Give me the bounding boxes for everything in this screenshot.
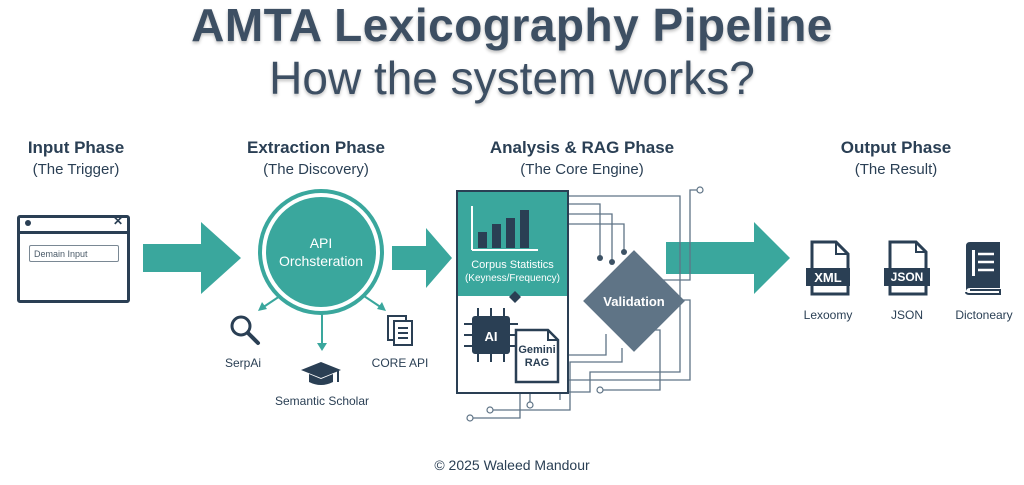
domain-input-field: Demain Input <box>29 245 119 262</box>
api-label: API <box>309 235 333 251</box>
xml-badge: XML <box>814 270 842 285</box>
phase-name: Output Phase <box>840 138 952 157</box>
phase-extraction-header: Extraction Phase (The Discovery) <box>226 138 406 179</box>
ai-label: AI <box>484 329 498 344</box>
search-icon <box>230 315 260 345</box>
gemini-label: Gemini <box>518 344 556 356</box>
phase-sub: (The Discovery) <box>263 161 369 178</box>
bar-chart-icon <box>471 206 538 251</box>
output-lexoomy-label: Lexoomy <box>803 308 853 322</box>
phase-name: Input Phase <box>27 138 125 157</box>
gemini-rag-document-icon <box>514 328 560 384</box>
phase-name: Analysis & RAG Phase <box>489 138 675 157</box>
phase-output-header: Output Phase (The Result) <box>806 138 986 179</box>
corpus-statistics-label: Corpus Statistics <box>471 259 554 271</box>
ai-chip-icon <box>464 308 518 362</box>
json-file-icon <box>884 240 930 296</box>
source-serpai-label: SerpAi <box>224 356 262 370</box>
phase-sub: (The Result) <box>854 161 938 178</box>
orchestration-label: Orchsteration <box>278 253 364 269</box>
source-semantic-scholar-label: Semantic Scholar <box>274 394 370 408</box>
window-titlebar: ✕ <box>20 214 127 234</box>
rag-label: RAG <box>524 357 550 369</box>
input-window: ✕ Demain Input <box>17 214 130 303</box>
connector-diamond-icon <box>509 291 521 303</box>
json-badge: JSON <box>890 270 924 284</box>
documents-icon <box>387 315 413 346</box>
page-title: AMTA Lexicography Pipeline <box>191 0 833 51</box>
copyright-footer: © 2025 Waleed Mandour <box>434 457 590 473</box>
phase-name: Extraction Phase <box>247 138 385 157</box>
core-engine-box: Corpus Statistics (Keyness/Frequency) AI… <box>456 190 569 394</box>
arrow-input-to-extraction <box>143 222 241 294</box>
phase-input-header: Input Phase (The Trigger) <box>0 138 152 179</box>
source-core-api-label: CORE API <box>371 356 429 370</box>
page-subtitle: How the system works? <box>269 52 755 104</box>
phase-sub: (The Core Engine) <box>520 161 644 178</box>
dictionary-book-icon <box>965 242 1001 295</box>
arrow-extraction-to-analysis <box>392 228 452 288</box>
phase-analysis-header: Analysis & RAG Phase (The Core Engine) <box>472 138 692 179</box>
xml-file-icon <box>806 240 850 296</box>
phase-sub: (The Trigger) <box>32 161 120 178</box>
validation-label: Validation <box>603 294 665 309</box>
keyness-frequency-label: (Keyness/Frequency) <box>464 273 561 284</box>
graduation-cap-icon <box>301 362 341 385</box>
corpus-statistics-panel: Corpus Statistics (Keyness/Frequency) <box>458 192 567 296</box>
api-orchestration-node: API Orchsteration <box>266 197 376 307</box>
output-dictionary-label: Dictoneary <box>955 308 1013 322</box>
output-json-label: JSON <box>890 308 923 322</box>
window-dot-icon <box>25 220 31 226</box>
arrow-analysis-to-output <box>666 222 790 294</box>
close-icon: ✕ <box>112 214 123 228</box>
